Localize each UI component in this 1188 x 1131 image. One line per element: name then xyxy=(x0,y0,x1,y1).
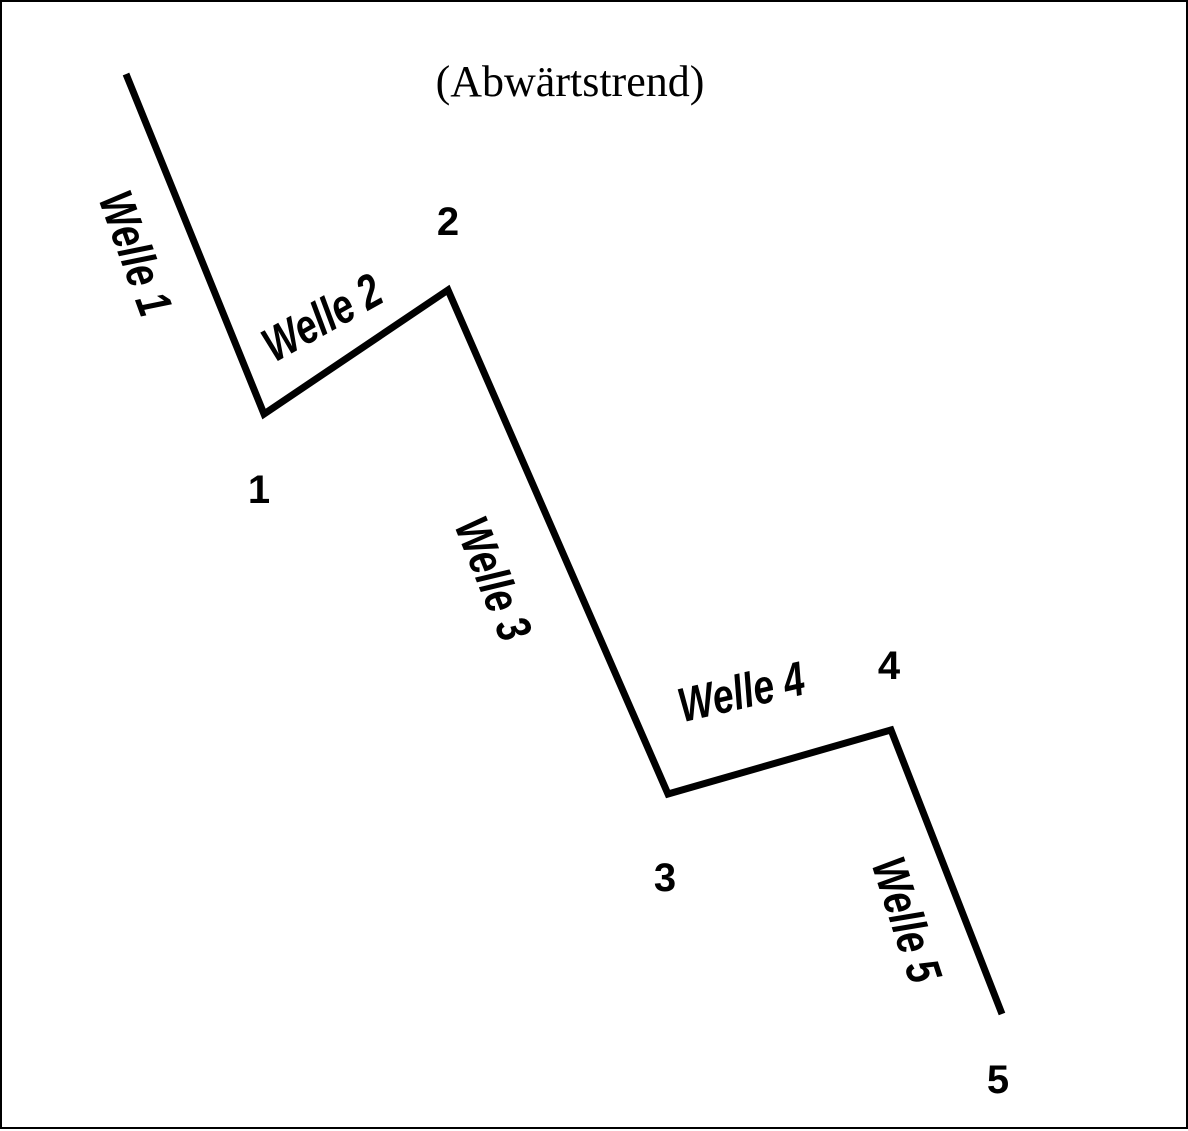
point-label-4: 4 xyxy=(878,644,901,688)
point-label-5: 5 xyxy=(987,1058,1009,1102)
wave-path-line xyxy=(122,72,1006,1016)
wave-label-2: Welle 2 xyxy=(253,264,391,373)
wave-label-4: Welle 4 xyxy=(673,652,810,733)
point-label-3: 3 xyxy=(654,856,676,900)
point-label-2: 2 xyxy=(437,200,459,244)
wave-label-5: Welle 5 xyxy=(861,851,952,990)
point-label-1: 1 xyxy=(248,468,270,512)
wave-label-3: Welle 3 xyxy=(444,510,542,649)
wave-label-1: Welle 1 xyxy=(88,184,182,323)
diagram-title: (Abwärtstrend) xyxy=(436,57,705,106)
